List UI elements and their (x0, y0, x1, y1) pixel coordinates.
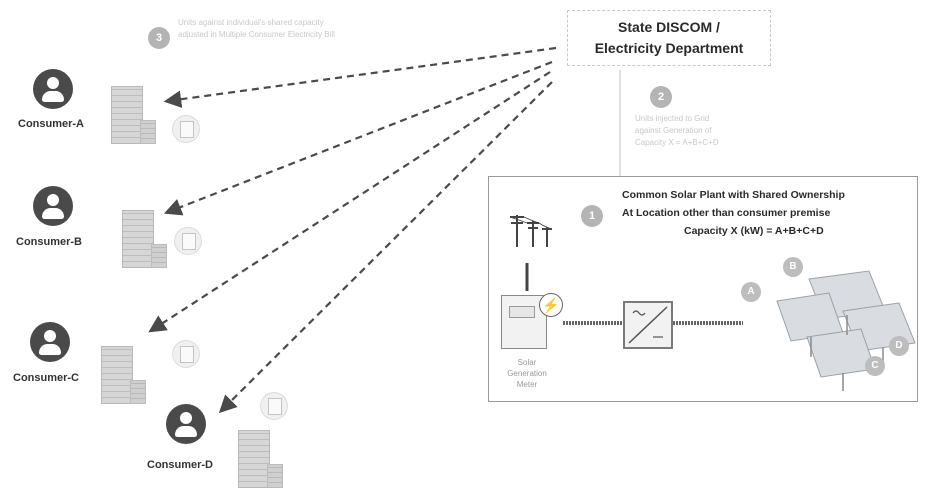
transmission-tower-icon (509, 215, 553, 291)
consumer-c-meter-icon (172, 340, 200, 368)
panel-badge-b: B (783, 257, 803, 277)
consumer-c-building-icon (101, 346, 146, 404)
plant-location: At Location other than consumer premise (622, 207, 831, 219)
consumer-d-avatar-icon (166, 404, 206, 444)
discom-box: State DISCOM / Electricity Department (567, 10, 771, 66)
discom-title-line1: State DISCOM / (618, 19, 720, 35)
step-2-badge: 2 (650, 86, 672, 108)
consumer-b-meter-icon (174, 227, 202, 255)
consumer-d-label: Consumer-D (147, 459, 214, 471)
consumer-c-label: Consumer-C (13, 372, 80, 384)
consumer-a-label: Consumer-A (18, 118, 85, 130)
consumer-a-meter-icon (172, 115, 200, 143)
consumer-b-building-icon (122, 210, 167, 268)
arrow-to-consumer-a (163, 46, 557, 108)
consumer-a-building-icon (111, 86, 156, 144)
solar-plant-box: 1 Common Solar Plant with Shared Ownersh… (488, 176, 918, 402)
plant-connections (563, 321, 743, 325)
plant-capacity: Capacity X (kW) = A+B+C+D (684, 225, 824, 237)
consumer-b-label: Consumer-B (16, 236, 83, 248)
lightning-icon: ⚡ (539, 293, 563, 317)
panel-badge-c: C (865, 356, 885, 376)
step-2-text: Units injected to Grid against Generatio… (635, 114, 719, 147)
arrow-to-consumer-d (218, 81, 553, 414)
arrow-to-consumer-b (163, 60, 553, 216)
discom-title-line2: Electricity Department (594, 40, 744, 56)
consumer-a-avatar-icon (33, 69, 73, 109)
inverter-icon (623, 301, 673, 349)
step-3-badge: 3 (148, 27, 170, 49)
consumer-b-avatar-icon (33, 186, 73, 226)
consumer-d-meter-icon (260, 392, 288, 420)
step-1-badge: 1 (581, 205, 603, 227)
consumer-c-avatar-icon (30, 322, 70, 362)
solar-panel-array-icon (776, 270, 916, 391)
generation-meter-label: Solar Generation Meter (507, 358, 547, 389)
panel-badge-d: D (889, 336, 909, 356)
panel-badge-a: A (741, 282, 761, 302)
step-3-text: Units against individual's shared capaci… (178, 18, 335, 39)
plant-title: Common Solar Plant with Shared Ownership (622, 189, 845, 201)
consumer-d-building-icon (238, 430, 283, 488)
